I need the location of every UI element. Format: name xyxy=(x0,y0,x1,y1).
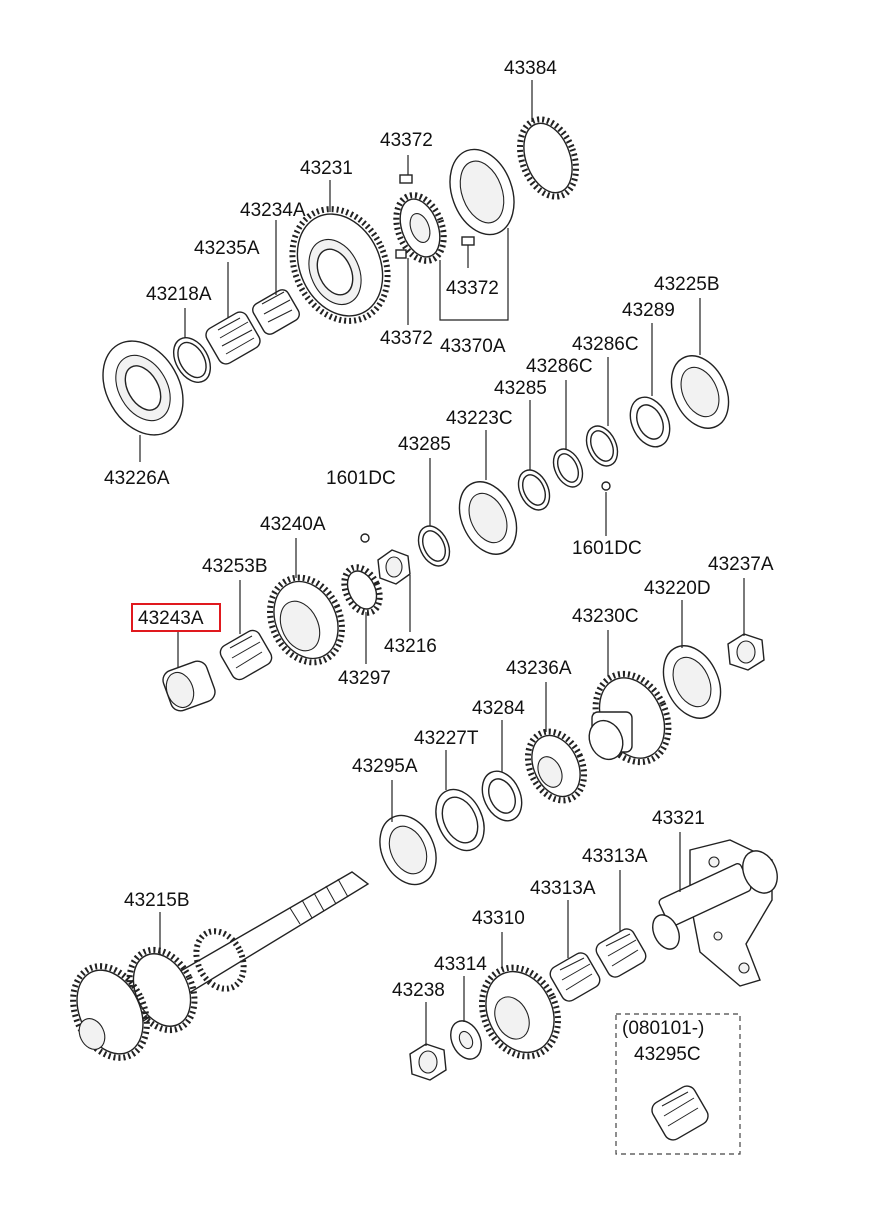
synchro-hub-43370A[interactable] xyxy=(388,174,475,267)
bearing-43225B[interactable] xyxy=(660,347,739,438)
label-1601DC-a[interactable]: 1601DC xyxy=(326,468,396,489)
synchro-ring-43384[interactable] xyxy=(510,112,586,205)
bearing-sleeve-43243A[interactable] xyxy=(160,658,218,713)
label-43253B[interactable]: 43253B xyxy=(202,556,268,577)
bearing-43220D[interactable] xyxy=(652,637,731,728)
snap-ring-43285-a[interactable] xyxy=(512,465,555,515)
label-43313A-b[interactable]: 43313A xyxy=(530,878,596,899)
spacer-43289[interactable] xyxy=(623,391,678,453)
needle-bearing-43235A[interactable] xyxy=(203,309,263,367)
label-43223C[interactable]: 43223C xyxy=(446,408,513,429)
label-43313A-a[interactable]: 43313A xyxy=(582,846,648,867)
label-43372-low[interactable]: 43372 xyxy=(380,328,433,349)
label-43284[interactable]: 43284 xyxy=(472,698,525,719)
label-43372-top[interactable]: 43372 xyxy=(380,130,433,151)
label-43285-a[interactable]: 43285 xyxy=(494,378,547,399)
label-43286C-a[interactable]: 43286C xyxy=(572,334,639,355)
needle-bearing-43234A[interactable] xyxy=(250,287,302,336)
label-43295C[interactable]: 43295C xyxy=(634,1044,701,1065)
bearing-43226A[interactable] xyxy=(87,327,199,450)
bearing-43295A[interactable] xyxy=(369,806,447,893)
selected-part-highlight xyxy=(131,603,221,632)
label-43370A[interactable]: 43370A xyxy=(440,336,506,357)
label-43215B[interactable]: 43215B xyxy=(124,890,190,911)
label-43314[interactable]: 43314 xyxy=(434,954,487,975)
label-43218A[interactable]: 43218A xyxy=(146,284,212,305)
spacer-43227T[interactable] xyxy=(427,782,494,859)
gear-43236A[interactable] xyxy=(517,722,595,809)
label-date-note: (080101-) xyxy=(622,1018,704,1039)
label-43243A[interactable]: 43243A xyxy=(138,608,204,629)
label-43297[interactable]: 43297 xyxy=(338,668,391,689)
gear-43240A[interactable] xyxy=(257,566,356,674)
gear-43231[interactable] xyxy=(275,193,406,336)
label-43289[interactable]: 43289 xyxy=(622,300,675,321)
needle-bearing-43253B[interactable] xyxy=(217,628,274,683)
needle-bearing-43295C[interactable] xyxy=(649,1083,712,1143)
label-43230C[interactable]: 43230C xyxy=(572,606,639,627)
spacer-43284[interactable] xyxy=(475,765,530,827)
gear-43310[interactable] xyxy=(468,955,572,1069)
label-43321[interactable]: 43321 xyxy=(652,808,705,829)
ball-1601DC-a[interactable] xyxy=(601,481,611,491)
washer-43314[interactable] xyxy=(445,1016,487,1064)
label-43286C-b[interactable]: 43286C xyxy=(526,356,593,377)
needle-bearing-43313A-a[interactable] xyxy=(593,926,648,980)
label-43225B[interactable]: 43225B xyxy=(654,274,720,295)
snap-ring-43285-b[interactable] xyxy=(412,521,455,571)
snap-ring-43218A[interactable] xyxy=(166,331,218,389)
label-43235A[interactable]: 43235A xyxy=(194,238,260,259)
snap-ring-43286C-a[interactable] xyxy=(580,421,623,471)
needle-bearing-43297[interactable] xyxy=(337,561,386,618)
reverse-shaft-43321[interactable] xyxy=(648,839,784,987)
label-43372-mid[interactable]: 43372 xyxy=(446,278,499,299)
nut-43238[interactable] xyxy=(409,1043,447,1081)
label-43237A[interactable]: 43237A xyxy=(708,554,774,575)
snap-ring-43286C-b[interactable] xyxy=(548,444,588,491)
label-43285-b[interactable]: 43285 xyxy=(398,434,451,455)
label-43227T[interactable]: 43227T xyxy=(414,728,479,749)
nut-43237A[interactable] xyxy=(727,633,765,671)
label-43295A[interactable]: 43295A xyxy=(352,756,418,777)
ball-1601DC-b[interactable] xyxy=(360,533,370,543)
needle-bearing-43313A-b[interactable] xyxy=(547,950,602,1004)
gear-43230C[interactable] xyxy=(582,662,683,774)
label-43310[interactable]: 43310 xyxy=(472,908,525,929)
label-43226A[interactable]: 43226A xyxy=(104,468,170,489)
bearing-43223C[interactable] xyxy=(448,473,527,564)
label-43234A[interactable]: 43234A xyxy=(240,200,306,221)
label-1601DC-b[interactable]: 1601DC xyxy=(572,538,642,559)
label-43231[interactable]: 43231 xyxy=(300,158,353,179)
variant-box xyxy=(615,1013,741,1155)
main-shaft-43215B[interactable] xyxy=(59,871,370,1070)
nut-43216[interactable] xyxy=(377,549,411,585)
label-43240A[interactable]: 43240A xyxy=(260,514,326,535)
label-43220D[interactable]: 43220D xyxy=(644,578,711,599)
synchro-sleeve[interactable] xyxy=(439,140,525,243)
label-43238[interactable]: 43238 xyxy=(392,980,445,1001)
label-43384[interactable]: 43384 xyxy=(504,58,557,79)
label-43216[interactable]: 43216 xyxy=(384,636,437,657)
label-43236A[interactable]: 43236A xyxy=(506,658,572,679)
